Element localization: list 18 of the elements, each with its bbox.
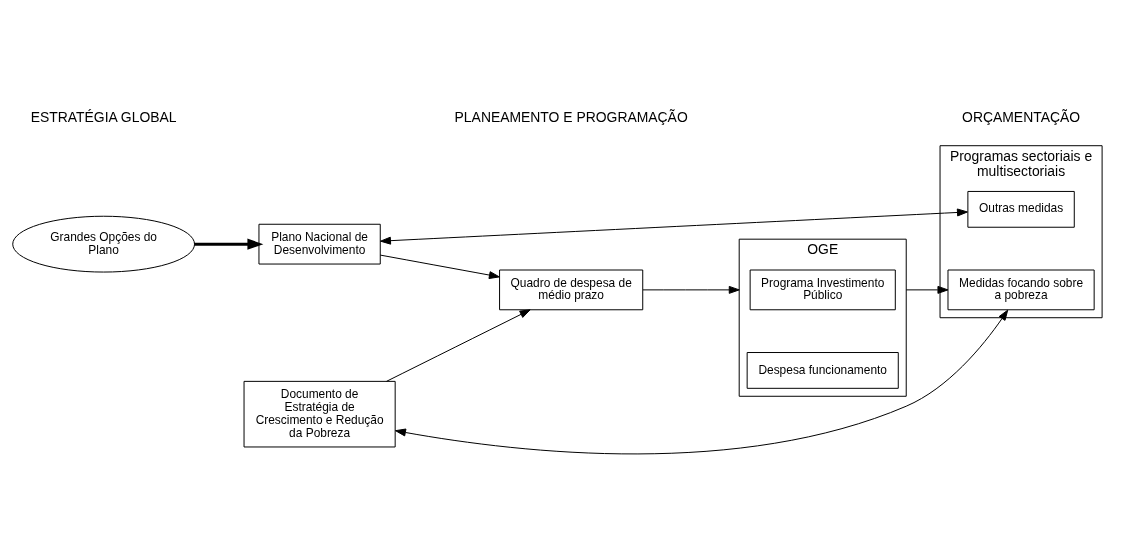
- arrow: [386, 308, 531, 382]
- node-box: Quadro de despesa de médio prazo: [499, 269, 644, 310]
- node-ellipse: Grandes Opções do Plano: [12, 215, 196, 273]
- node-box: Plano Nacional de Desenvolvimento: [258, 223, 381, 265]
- arrow: [380, 208, 968, 245]
- node-box: Despesa funcionamento: [746, 351, 899, 389]
- node-box: Documento de Estratégia de Crescimento e Redução da Pobreza: [243, 380, 396, 447]
- node-box: Medidas focando sobre a pobreza: [947, 269, 1095, 310]
- label: ORÇAMENTAÇÃO: [962, 108, 1081, 125]
- arrow: [395, 309, 1009, 454]
- arrow: [194, 238, 264, 250]
- arrow: [905, 285, 949, 294]
- node-box: Outras medidas: [967, 190, 1075, 228]
- label: PLANEAMENTO E PROGRAMAÇÃO: [454, 108, 688, 125]
- node-box: Programa Investimento Público: [749, 269, 896, 310]
- label: ESTRATÉGIA GLOBAL: [30, 108, 177, 125]
- arrow: [379, 254, 500, 279]
- arrow: [642, 285, 740, 294]
